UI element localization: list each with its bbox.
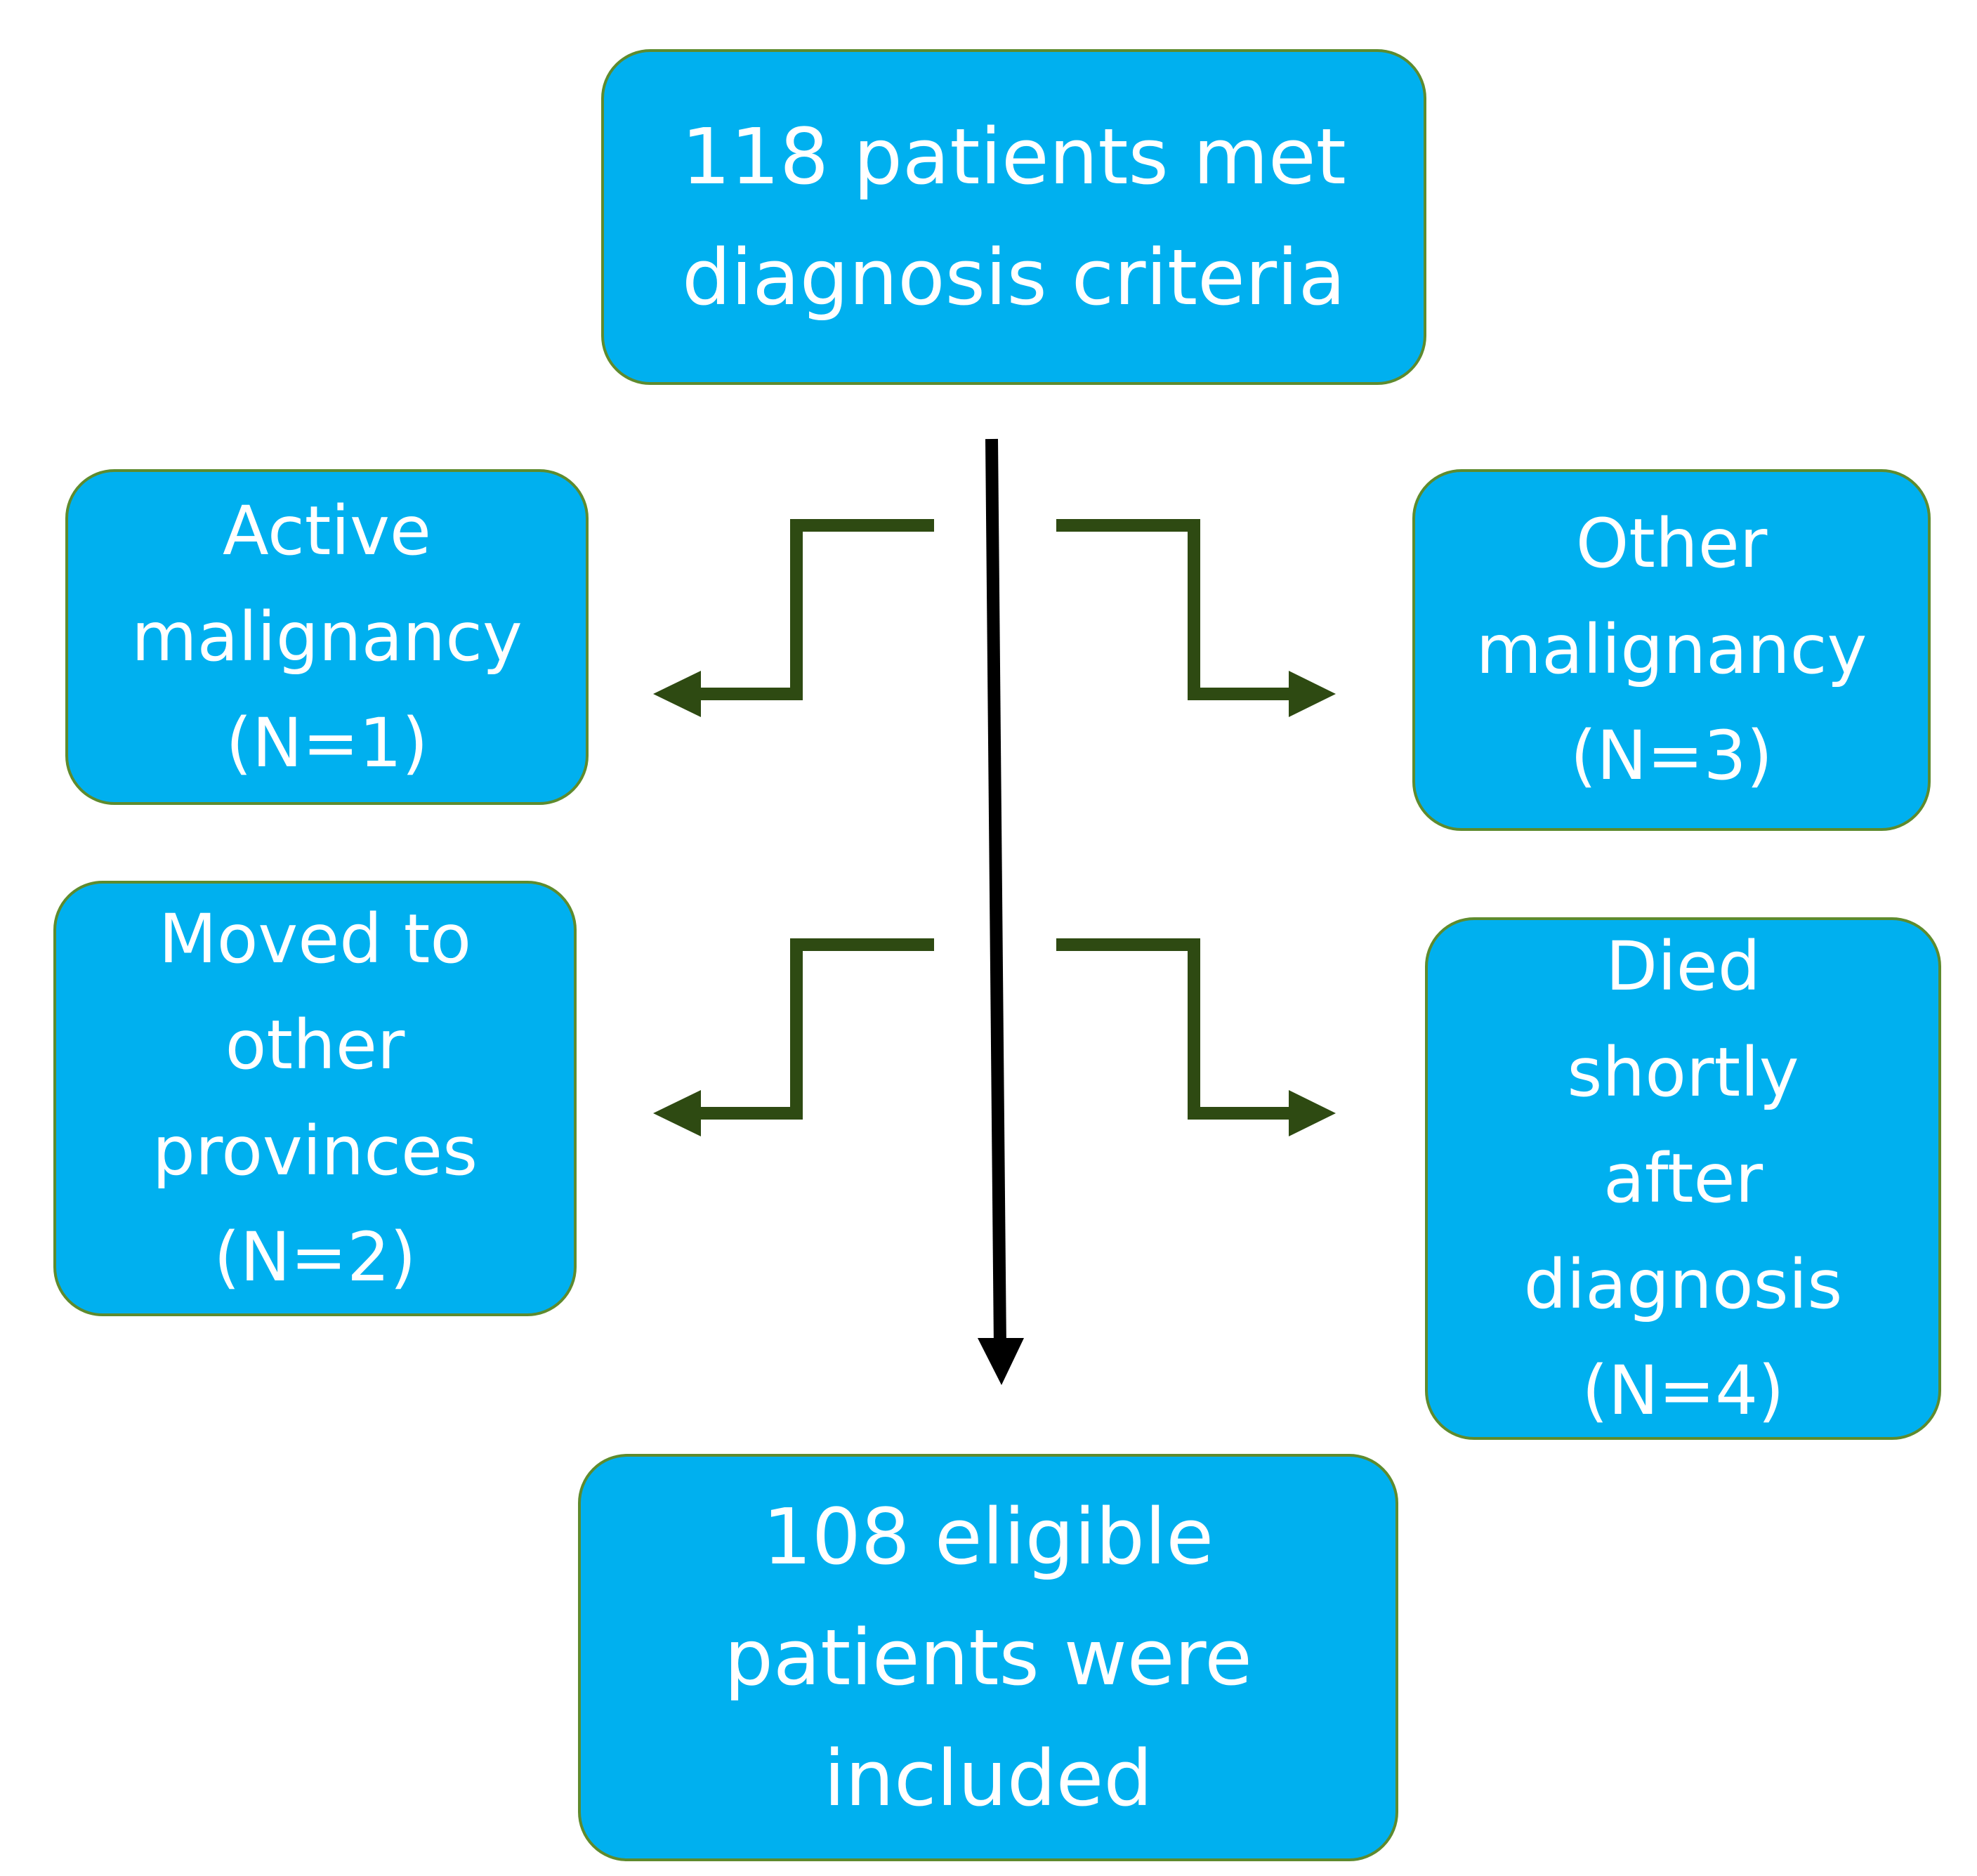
exclusion-box-other-malignancy: Other malignancy (N=3) [1412, 469, 1931, 831]
exclusion-box-text: Other malignancy (N=3) [1476, 504, 1867, 795]
exclusion-arrowhead-active-malignancy [653, 671, 701, 717]
exclusion-arrow-moved-provinces [692, 938, 934, 1120]
exclusion-arrow-other-malignancy [1056, 519, 1299, 700]
exclusion-arrow-active-malignancy [692, 519, 934, 700]
start-box-patients-met-criteria: 118 patients met diagnosis criteria [601, 49, 1426, 385]
exclusion-box-died-shortly: Died shortly after diagnosis (N=4) [1425, 917, 1941, 1440]
main-flow-arrowhead [978, 1338, 1024, 1385]
exclusion-box-text: Active malignancy (N=1) [131, 491, 523, 782]
exclusion-box-moved-provinces: Moved to other provinces (N=2) [53, 881, 577, 1316]
exclusion-arrowhead-other-malignancy [1289, 671, 1336, 717]
end-box-text: 108 eligible patients were included [724, 1492, 1252, 1823]
exclusion-box-active-malignancy: Active malignancy (N=1) [65, 469, 589, 805]
start-box-text: 118 patients met diagnosis criteria [681, 112, 1346, 322]
exclusion-arrowhead-moved-provinces [653, 1090, 701, 1136]
end-box-eligible-patients: 108 eligible patients were included [578, 1454, 1398, 1861]
exclusion-box-text: Moved to other provinces (N=2) [152, 900, 478, 1297]
main-flow-arrow-shaft [985, 438, 1006, 1349]
exclusion-arrowhead-died-shortly [1289, 1090, 1336, 1136]
exclusion-box-text: Died shortly after diagnosis (N=4) [1523, 926, 1843, 1430]
exclusion-arrow-died-shortly [1056, 938, 1299, 1120]
